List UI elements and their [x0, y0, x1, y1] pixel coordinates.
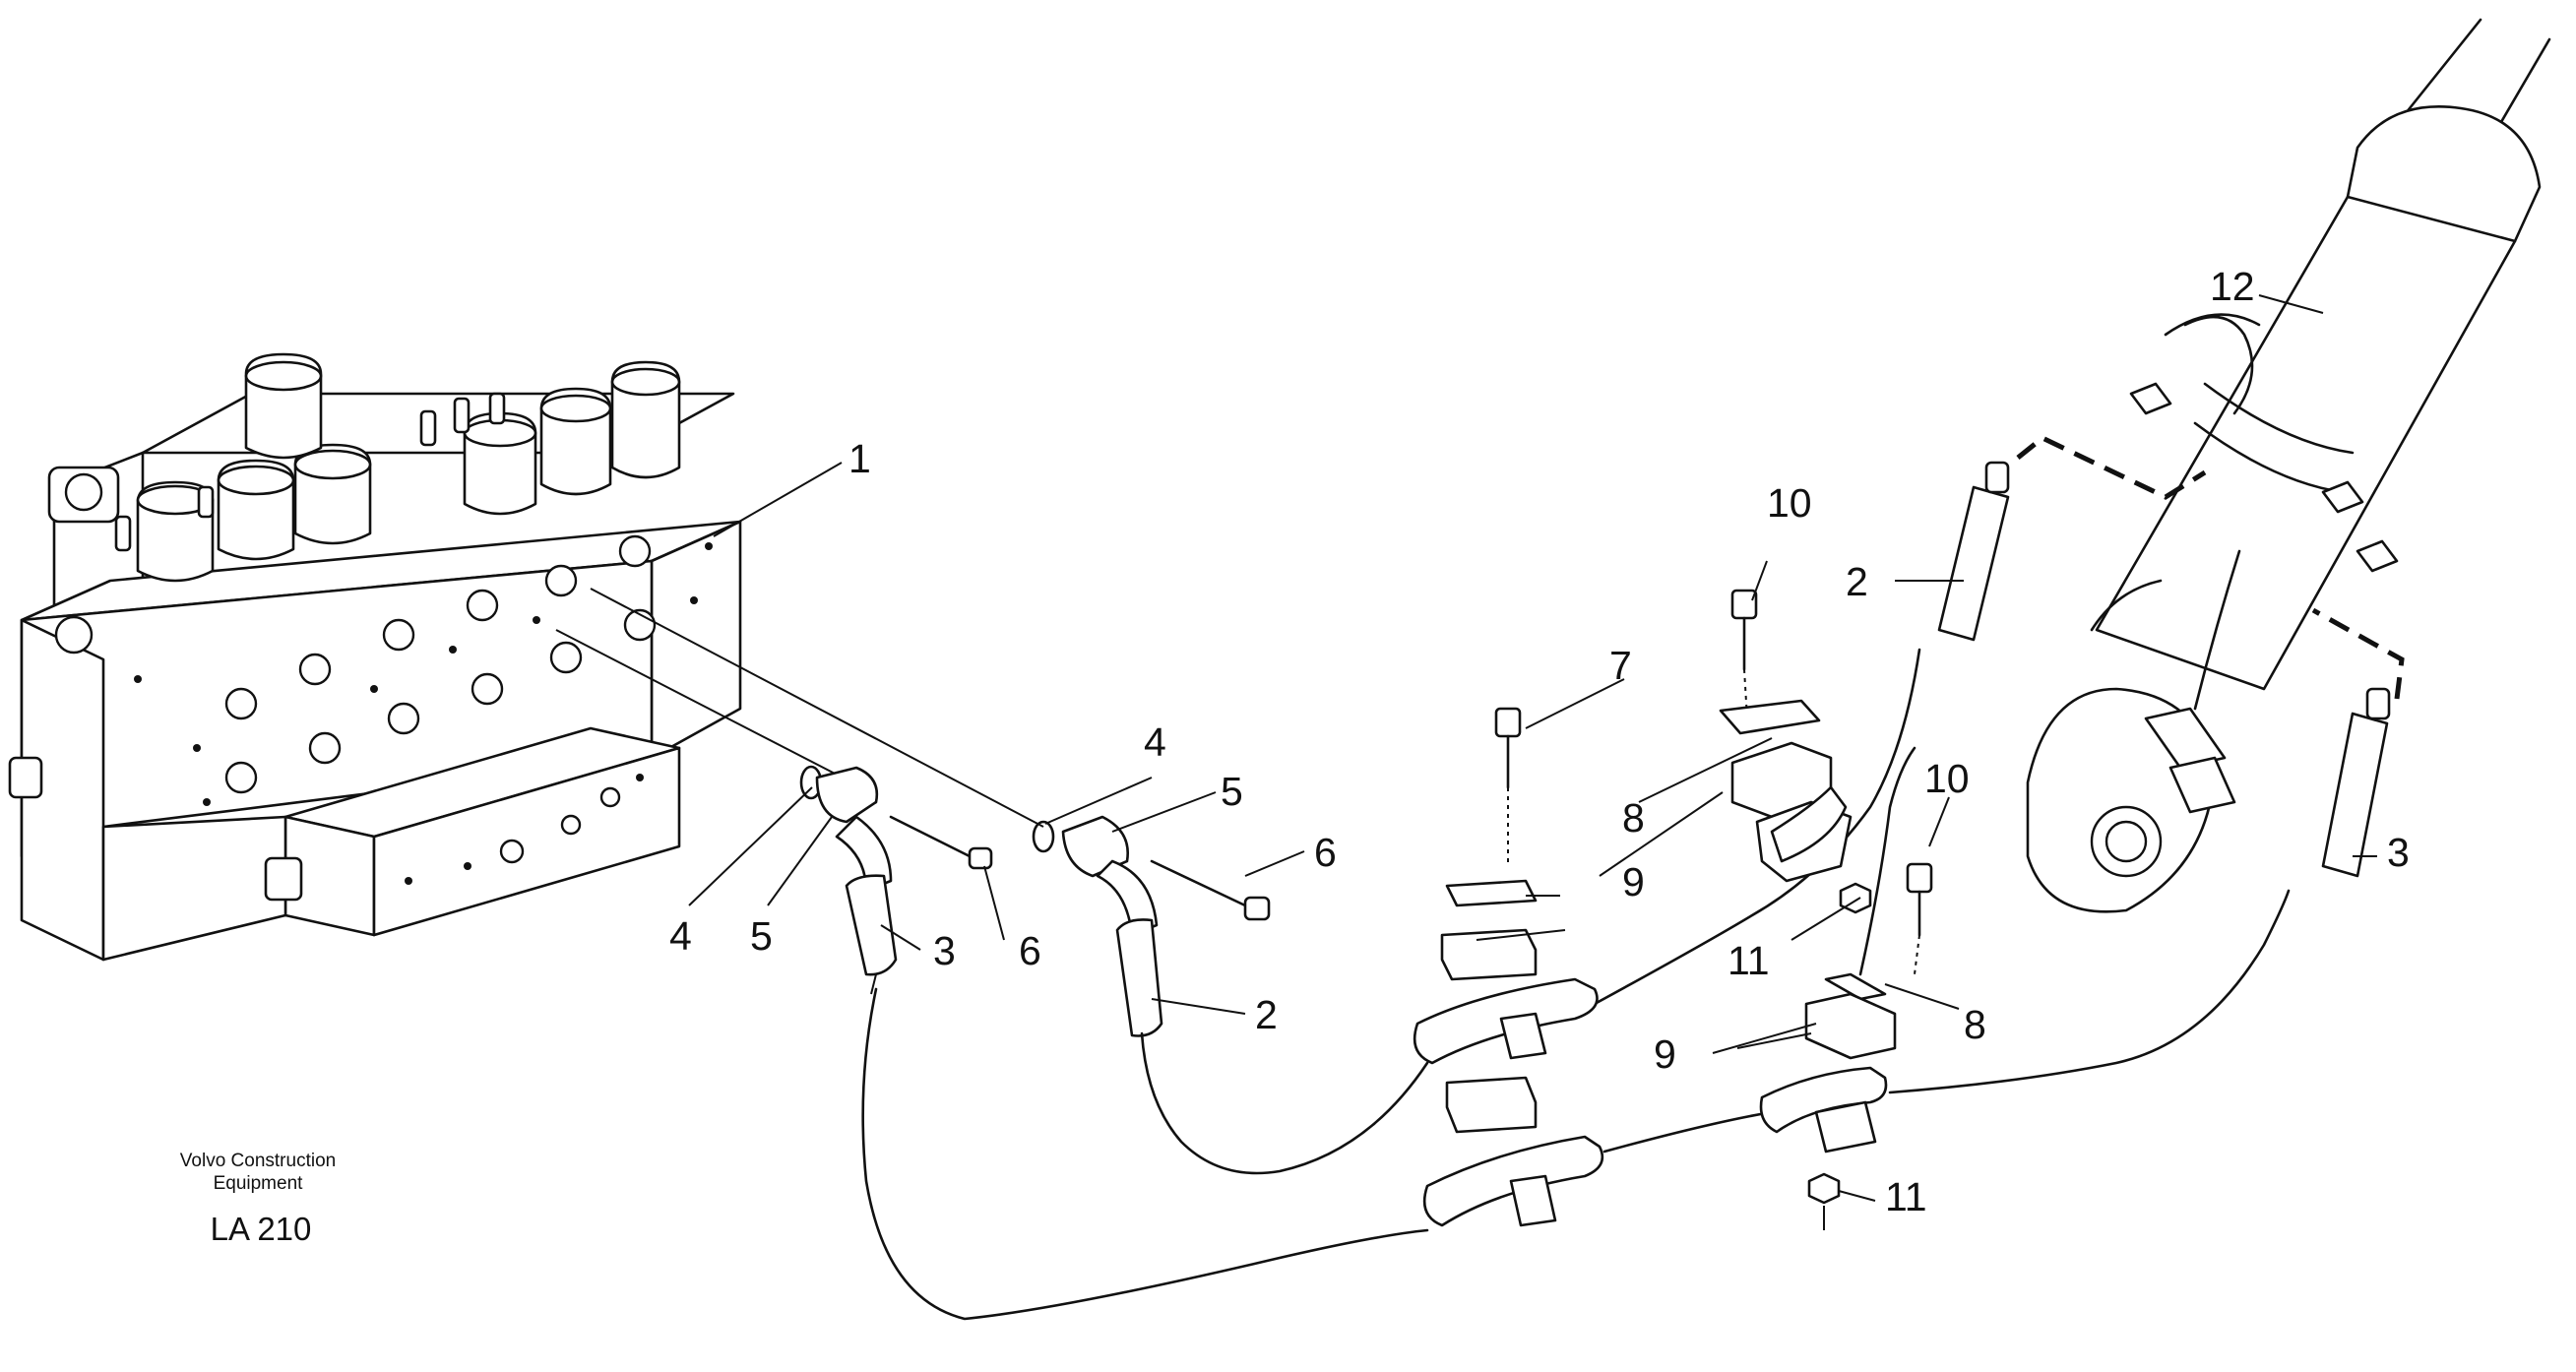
caption-code: LA 210	[211, 1211, 312, 1247]
callout-3-left: 3	[933, 928, 956, 973]
caption-line1: Volvo Construction	[180, 1151, 336, 1171]
hydraulic-hoses	[861, 648, 2291, 1321]
callout-9-upper: 9	[1622, 859, 1645, 904]
callout-8-lower: 8	[1964, 1002, 1986, 1047]
callout-labels: 1 4 5 6 4 5 3 6 2 7 10 2 12 8 9 10 11 3 …	[669, 264, 2410, 1219]
callout-12: 12	[2210, 264, 2255, 309]
callout-3-right: 3	[2387, 830, 2410, 875]
valve-block	[8, 352, 742, 962]
hydraulic-cylinder	[2026, 18, 2551, 913]
caption-line2: Equipment	[214, 1173, 304, 1194]
callout-4-center: 4	[1144, 719, 1166, 765]
leader-lines	[688, 294, 2377, 1202]
publisher-caption: Volvo Construction Equipment LA 210	[180, 1151, 336, 1247]
callout-6-center: 6	[1314, 830, 1337, 875]
callout-10-upper: 10	[1767, 480, 1812, 526]
solenoid-coils	[114, 352, 681, 583]
callout-2-center: 2	[1255, 992, 1278, 1037]
callout-2-right: 2	[1846, 559, 1868, 604]
clamp-assembly	[1413, 589, 1933, 1230]
callout-9-lower: 9	[1654, 1031, 1676, 1077]
center-fitting-assembly	[1032, 815, 1271, 1037]
callout-10-lower: 10	[1924, 756, 1970, 801]
right-hose-ends	[1937, 435, 2405, 878]
callout-8-upper: 8	[1622, 795, 1645, 841]
callout-6-left: 6	[1019, 928, 1041, 973]
callout-7: 7	[1609, 643, 1632, 688]
valve-ports	[134, 534, 713, 885]
callout-5-left: 5	[750, 913, 773, 959]
left-fitting-assembly	[555, 588, 1044, 995]
callout-11-upper: 11	[1728, 938, 1770, 983]
callout-4-left: 4	[669, 913, 692, 959]
callout-1: 1	[848, 436, 871, 481]
callout-11-lower: 11	[1885, 1174, 1927, 1219]
callout-5-center: 5	[1221, 769, 1243, 814]
